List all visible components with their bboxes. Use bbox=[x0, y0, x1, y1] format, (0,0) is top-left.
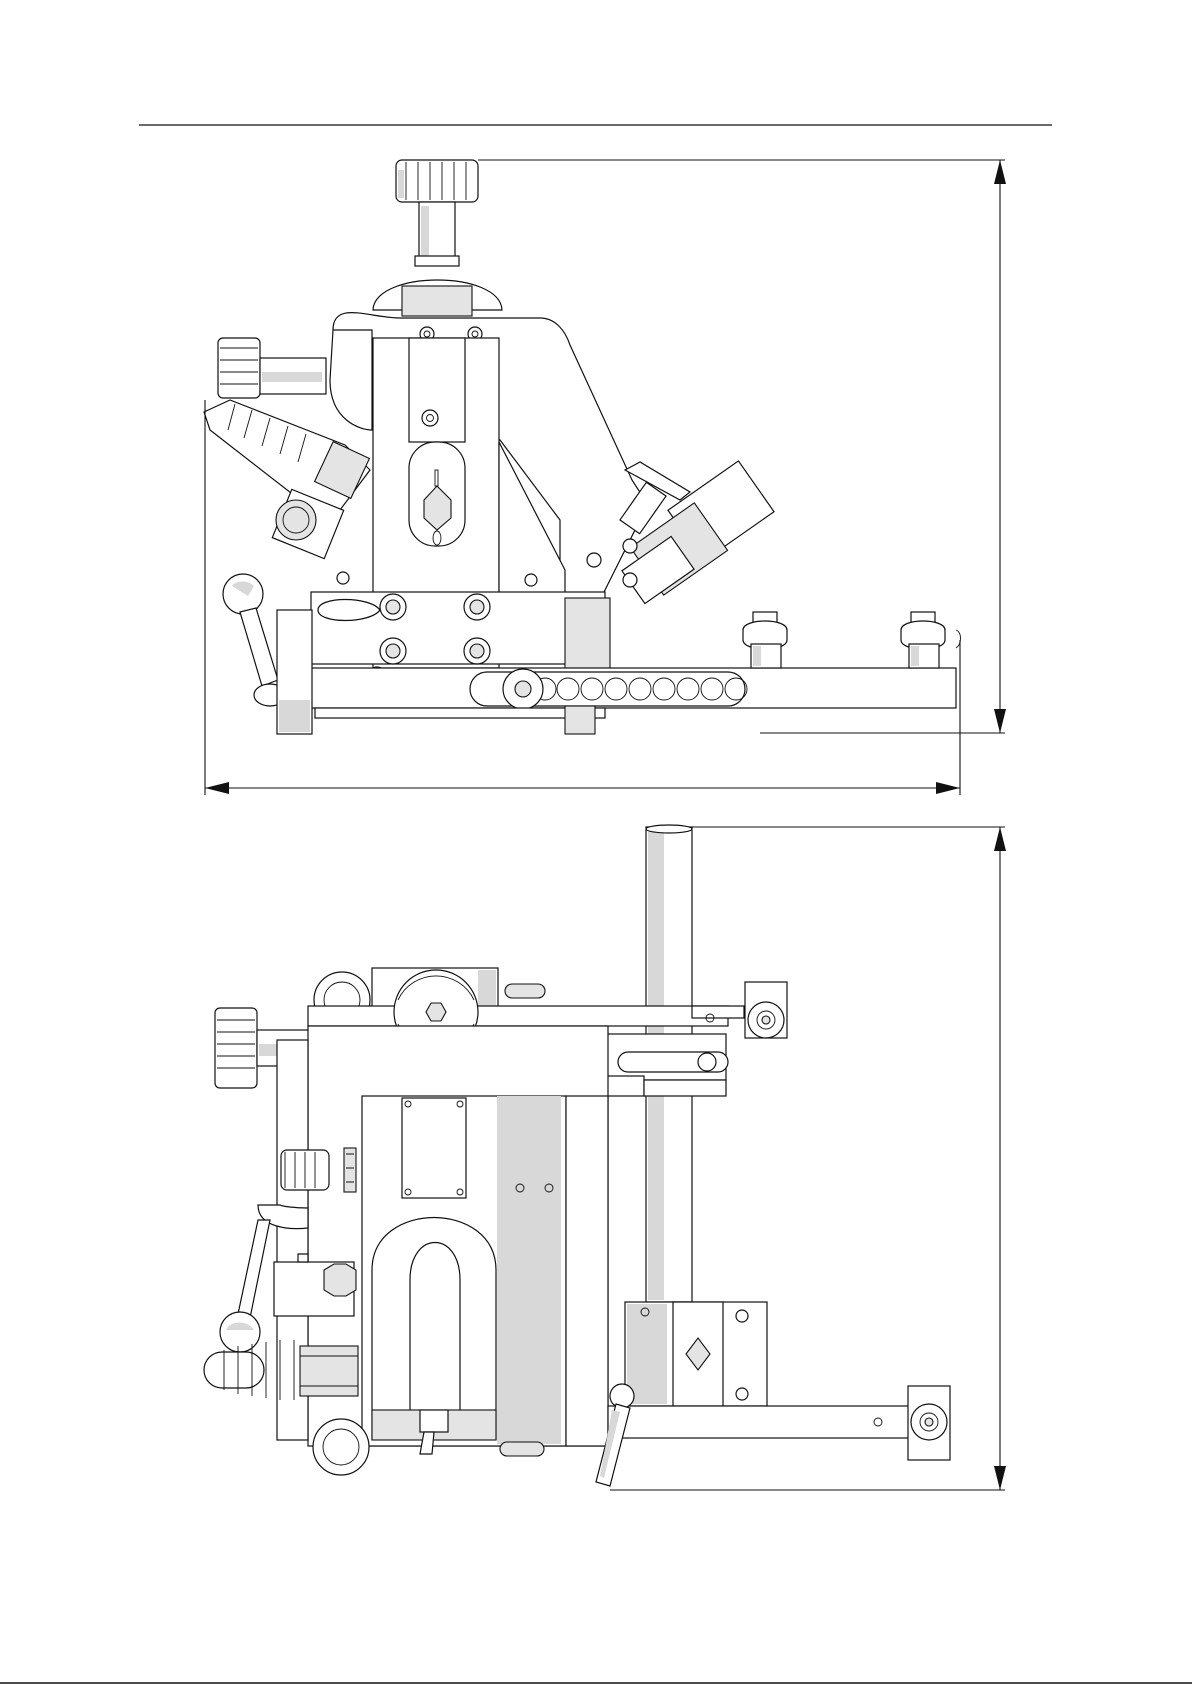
left-knurled-knob bbox=[218, 338, 326, 398]
rail-roller-left bbox=[743, 612, 787, 668]
top-view bbox=[204, 825, 1006, 1490]
guide-rail bbox=[311, 668, 956, 734]
lower-clamp-block bbox=[625, 1302, 767, 1406]
top-roller bbox=[505, 984, 545, 998]
rail-roller-right bbox=[901, 612, 961, 668]
upper-right-roller bbox=[692, 982, 787, 1038]
top-knurled-knob bbox=[396, 160, 478, 266]
side-lever-handle bbox=[223, 574, 312, 734]
side-view bbox=[204, 160, 1006, 795]
